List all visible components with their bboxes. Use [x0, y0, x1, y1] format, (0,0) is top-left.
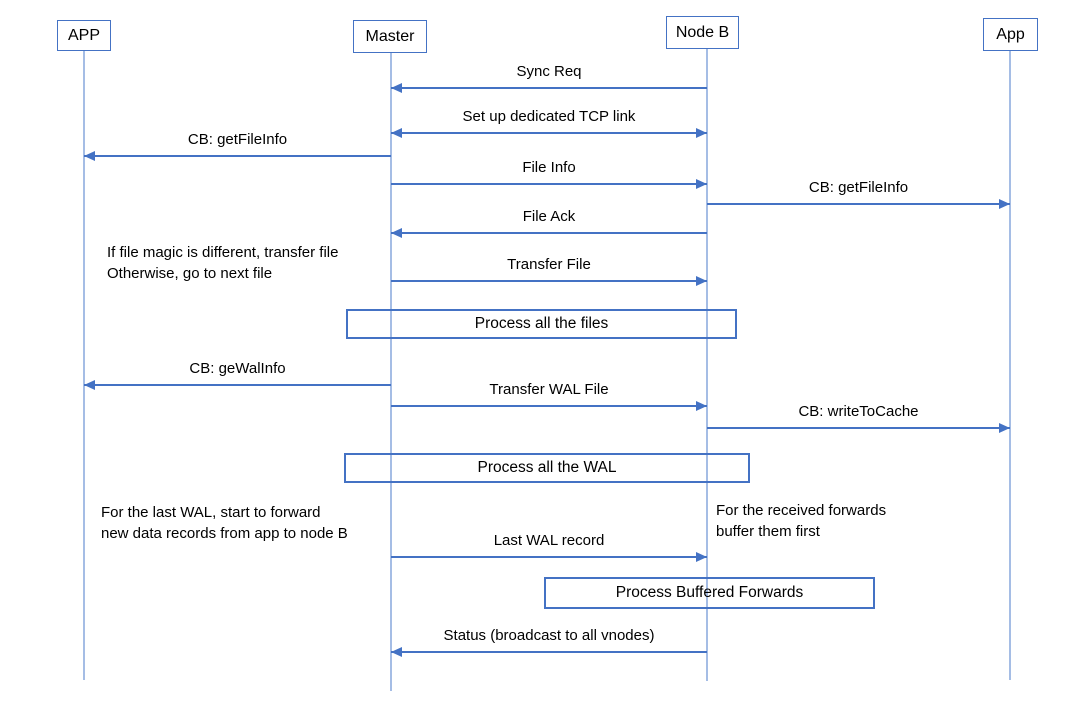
- message-label: Status (broadcast to all vnodes): [443, 627, 655, 644]
- message-label: File Info: [522, 159, 576, 176]
- arrowhead-right-icon: [696, 551, 707, 562]
- message-label: CB: writeToCache: [798, 403, 919, 420]
- note-file-magic: If file magic is different, transfer fil…: [107, 242, 338, 284]
- actor-master: Master: [353, 20, 427, 53]
- message-label: CB: getFileInfo: [808, 179, 909, 196]
- actor-app-right: App: [983, 18, 1038, 51]
- arrowhead-left-icon: [84, 150, 95, 161]
- message-label: Transfer WAL File: [489, 381, 609, 398]
- message-label: CB: geWalInfo: [189, 360, 286, 377]
- arrow-line: [84, 155, 391, 157]
- arrow-line: [391, 232, 707, 234]
- arrow-line: [391, 132, 707, 134]
- arrowhead-right-icon: [696, 275, 707, 286]
- arrow-line: [707, 427, 1010, 429]
- note-last-wal-forward: For the last WAL, start to forward new d…: [101, 502, 348, 544]
- arrowhead-left-icon: [84, 379, 95, 390]
- lifeline-node-b: [706, 49, 708, 681]
- arrowhead-left-icon: [391, 227, 402, 238]
- note-line: For the last WAL, start to forward: [101, 504, 321, 521]
- note-line: Otherwise, go to next file: [107, 265, 273, 282]
- message-label: File Ack: [522, 208, 576, 225]
- note-line: new data records from app to node B: [101, 525, 348, 542]
- lifeline-master: [390, 53, 392, 691]
- message-label: CB: getFileInfo: [187, 131, 288, 148]
- arrow-line: [391, 556, 707, 558]
- lifeline-app-left: [83, 51, 85, 680]
- process-box-all-files: Process all the files: [346, 309, 737, 339]
- message-label: Last WAL record: [493, 532, 605, 549]
- arrow-line: [391, 405, 707, 407]
- note-line: If file magic is different, transfer fil…: [107, 244, 339, 261]
- arrowhead-right-icon: [696, 400, 707, 411]
- arrow-line: [84, 384, 391, 386]
- arrow-line: [391, 87, 707, 89]
- actor-node-b-label: Node B: [675, 23, 730, 41]
- process-box-all-wal: Process all the WAL: [344, 453, 750, 483]
- arrowhead-right-icon: [999, 198, 1010, 209]
- arrowhead-right-icon: [999, 422, 1010, 433]
- note-line: For the received forwards: [716, 502, 887, 519]
- note-line: buffer them first: [716, 523, 820, 540]
- arrow-line: [391, 280, 707, 282]
- arrowhead-right-icon: [696, 127, 707, 138]
- process-box-label: Process Buffered Forwards: [615, 584, 804, 601]
- arrowhead-left-icon: [391, 127, 402, 138]
- arrow-line: [707, 203, 1010, 205]
- arrow-line: [391, 651, 707, 653]
- process-box-buffered-forwards: Process Buffered Forwards: [544, 577, 875, 609]
- message-label: Set up dedicated TCP link: [462, 108, 636, 125]
- message-label: Transfer File: [507, 256, 591, 273]
- actor-app-left-label: APP: [67, 26, 100, 44]
- arrowhead-left-icon: [391, 82, 402, 93]
- actor-node-b: Node B: [666, 16, 739, 49]
- process-box-label: Process all the files: [474, 315, 609, 332]
- actor-app-left: APP: [57, 20, 111, 51]
- arrowhead-right-icon: [696, 178, 707, 189]
- arrowhead-left-icon: [391, 646, 402, 657]
- message-label: Sync Req: [516, 63, 582, 80]
- arrow-line: [391, 183, 707, 185]
- note-received-forwards: For the received forwards buffer them fi…: [716, 500, 886, 542]
- lifeline-app-right: [1009, 51, 1011, 680]
- actor-master-label: Master: [365, 27, 415, 45]
- process-box-label: Process all the WAL: [477, 459, 617, 476]
- actor-app-right-label: App: [996, 25, 1025, 43]
